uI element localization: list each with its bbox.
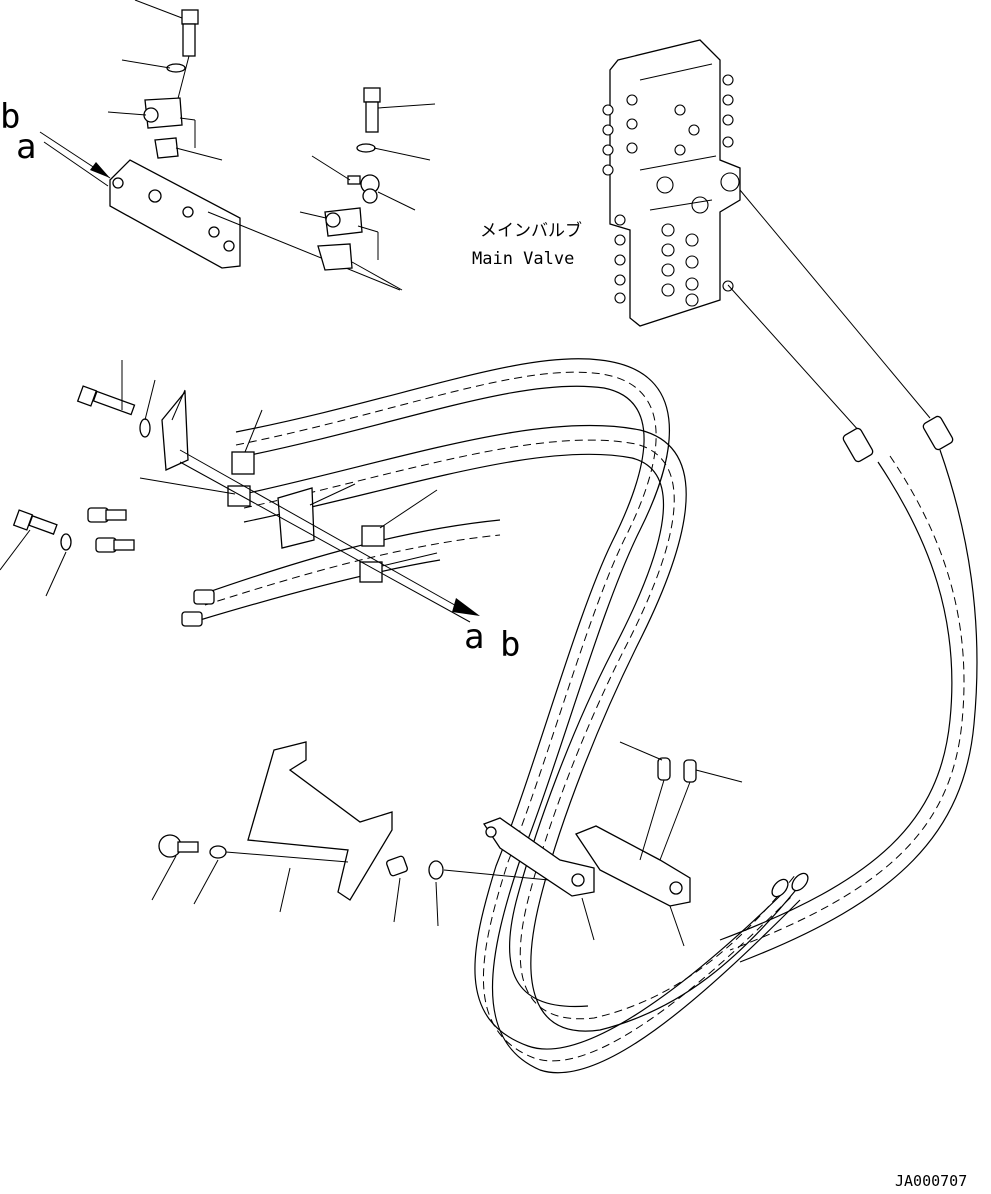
main-valve-body: [609, 39, 741, 327]
main-valve-label-jp: メインバルブ: [480, 220, 582, 241]
bracket-3: [161, 390, 189, 471]
valve-leader-2: [727, 284, 861, 433]
valve-leader-1: [739, 189, 931, 419]
drawing-code: JA000707: [895, 1172, 967, 1190]
bracket-plate: [109, 159, 241, 269]
bolt-head-2: [363, 87, 381, 103]
clamp-3a: [231, 451, 255, 475]
clamp-lower: [154, 137, 179, 159]
ref-label-b-top: b: [0, 97, 20, 137]
washer-2: [356, 143, 376, 153]
bolt-head: [181, 9, 199, 25]
main-valve: メインバルブ Main Valve: [472, 39, 741, 327]
middle-clamp-assembly: a b: [0, 360, 520, 665]
top-left-clamp-assembly: [107, 0, 401, 291]
hose-fittings-right: [842, 415, 954, 463]
bolt-head-3: [76, 385, 98, 407]
hose-bundle: [199, 358, 978, 1074]
reference-arrow-top: b a: [0, 97, 111, 187]
hose-clamp-block-b: [575, 825, 691, 907]
mounting-plate: [247, 741, 393, 901]
bottom-bracket-assembly: [151, 741, 743, 947]
ref-label-a-mid: a: [464, 617, 484, 657]
ref-label-a-top: a: [16, 127, 36, 167]
bolt-shank-3: [92, 390, 136, 416]
top-middle-clamp-assembly: [299, 87, 436, 291]
bolt-shank-2: [365, 101, 379, 133]
clamp-lower-2: [317, 243, 353, 271]
bolt-shank: [182, 23, 196, 57]
ref-label-b-mid: b: [500, 625, 520, 665]
bracket-3b: [277, 487, 315, 549]
main-valve-label-en: Main Valve: [472, 249, 574, 269]
hose-clamp-block-a: [483, 817, 595, 897]
